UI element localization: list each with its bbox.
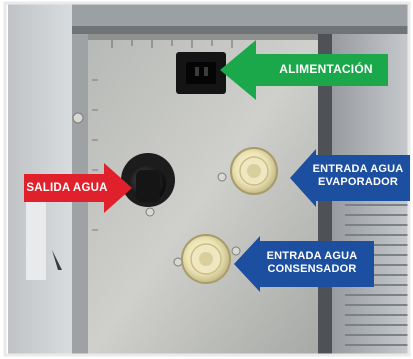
entrada-condensador-label: ENTRADA AGUA CONSENSADOR (252, 250, 372, 276)
arrow-left-blue-icon (290, 149, 410, 207)
entrada-condensador-arrow: ENTRADA AGUA CONSENSADOR (234, 236, 374, 292)
salida-agua-arrow: SALIDA AGUA (24, 163, 132, 213)
alimentacion-arrow: ALIMENTACIÓN (220, 40, 388, 100)
alimentacion-label: ALIMENTACIÓN (279, 62, 373, 76)
entrada-condensador-line2: CONSENSADOR (267, 263, 357, 275)
entrada-condensador-line1: ENTRADA AGUA (266, 250, 358, 262)
arrow-left-green-icon (220, 40, 388, 100)
arrow-right-red-icon (24, 163, 132, 213)
arrow-left-blue-icon (234, 236, 374, 292)
entrada-evaporador-line2: EVAPORADOR (317, 176, 399, 188)
salida-agua-label: SALIDA AGUA (26, 182, 108, 194)
entrada-evaporador-line1: ENTRADA AGUA (312, 163, 404, 175)
entrada-evaporador-label: ENTRADA AGUA EVAPORADOR (306, 163, 410, 189)
entrada-evaporador-arrow: ENTRADA AGUA EVAPORADOR (290, 149, 410, 207)
